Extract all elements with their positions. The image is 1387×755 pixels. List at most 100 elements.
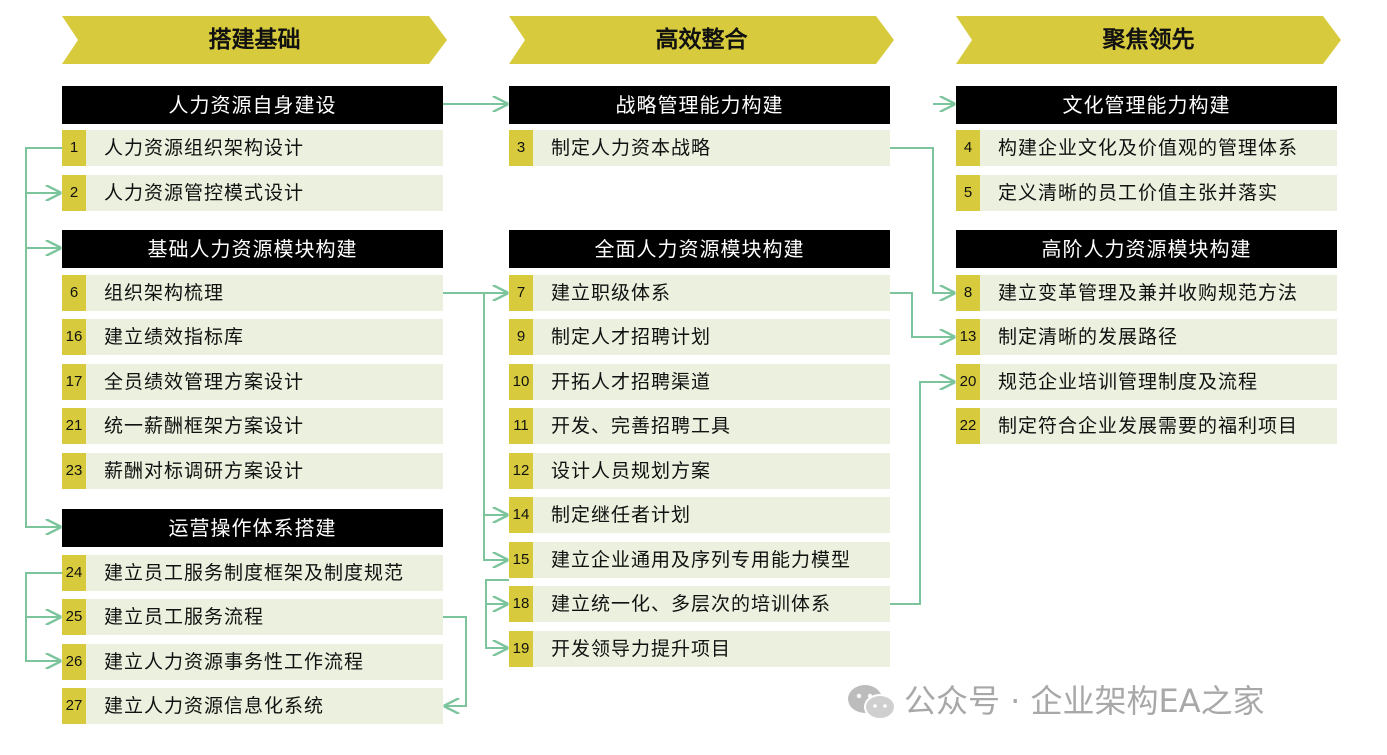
phase-arrow-2: 高效整合 [509, 16, 894, 64]
item-label: 构建企业文化及价值观的管理体系 [998, 137, 1299, 159]
list-item: 8 建立变革管理及兼并收购规范方法 [956, 275, 1337, 311]
item-label: 制定清晰的发展路径 [998, 326, 1179, 348]
item-number: 10 [509, 364, 533, 400]
item-label: 人力资源管控模式设计 [104, 182, 305, 204]
item-label: 建立员工服务流程 [104, 606, 265, 628]
item-label: 全员绩效管理方案设计 [104, 371, 305, 393]
item-label: 制定符合企业发展需要的福利项目 [998, 415, 1299, 437]
item-label: 定义清晰的员工价值主张并落实 [998, 182, 1279, 204]
item-number: 13 [956, 319, 980, 355]
item-label: 建立职级体系 [551, 282, 672, 304]
item-number: 19 [509, 631, 533, 667]
list-item: 10 开拓人才招聘渠道 [509, 364, 890, 400]
item-number: 15 [509, 542, 533, 578]
item-number: 17 [62, 364, 86, 400]
list-item: 16 建立绩效指标库 [62, 319, 443, 355]
item-label: 制定人力资本战略 [551, 137, 712, 159]
group-header: 文化管理能力构建 [956, 86, 1337, 124]
item-label: 开拓人才招聘渠道 [551, 371, 712, 393]
phase-arrow-3: 聚焦领先 [956, 16, 1341, 64]
list-item: 1 人力资源组织架构设计 [62, 130, 443, 166]
list-item: 4 构建企业文化及价值观的管理体系 [956, 130, 1337, 166]
phase-title: 聚焦领先 [1102, 26, 1195, 53]
connector-item25-to-27 [443, 616, 467, 706]
connector-item3-to-col3 [890, 147, 954, 293]
item-number: 24 [62, 555, 86, 591]
connector-c1-left-spine [25, 147, 62, 527]
group-header: 高阶人力资源模块构建 [956, 230, 1337, 268]
item-label: 开发、完善招聘工具 [551, 415, 732, 437]
item-number: 25 [62, 599, 86, 635]
item-number: 3 [509, 130, 533, 166]
item-label: 建立企业通用及序列专用能力模型 [551, 549, 852, 571]
item-number: 14 [509, 497, 533, 533]
group-header: 运营操作体系搭建 [62, 509, 443, 547]
item-label: 规范企业培训管理制度及流程 [998, 371, 1259, 393]
phase-title: 高效整合 [655, 26, 748, 53]
item-label: 设计人员规划方案 [551, 460, 712, 482]
list-item: 19 开发领导力提升项目 [509, 631, 890, 667]
item-number: 5 [956, 175, 980, 211]
item-number: 4 [956, 130, 980, 166]
item-label: 薪酬对标调研方案设计 [104, 460, 305, 482]
chevron-shape [62, 16, 447, 64]
connector-item15-spine [485, 579, 509, 648]
list-item: 23 薪酬对标调研方案设计 [62, 453, 443, 489]
item-number: 2 [62, 175, 86, 211]
item-label: 开发领导力提升项目 [551, 638, 732, 660]
item-label: 组织架构梳理 [104, 282, 225, 304]
list-item: 15 建立企业通用及序列专用能力模型 [509, 542, 890, 578]
item-number: 11 [509, 408, 533, 444]
group-header: 全面人力资源模块构建 [509, 230, 890, 268]
item-label: 制定继任者计划 [551, 504, 692, 526]
list-item: 14 制定继任者计划 [509, 497, 890, 533]
group-header: 基础人力资源模块构建 [62, 230, 443, 268]
item-label: 统一薪酬框架方案设计 [104, 415, 305, 437]
item-number: 9 [509, 319, 533, 355]
list-item: 27 建立人力资源信息化系统 [62, 688, 443, 724]
list-item: 2 人力资源管控模式设计 [62, 175, 443, 211]
list-item: 21 统一薪酬框架方案设计 [62, 408, 443, 444]
item-label: 建立统一化、多层次的培训体系 [551, 593, 832, 615]
item-number: 6 [62, 275, 86, 311]
item-number: 26 [62, 644, 86, 680]
chevron-shape [509, 16, 894, 64]
item-label: 建立绩效指标库 [104, 326, 245, 348]
connector-item18-to-20 [890, 382, 954, 605]
list-item: 17 全员绩效管理方案设计 [62, 364, 443, 400]
connector-item7-to-13 [890, 292, 954, 337]
list-item: 3 制定人力资本战略 [509, 130, 890, 166]
phase-title: 搭建基础 [208, 26, 301, 53]
chevron-shape [956, 16, 1341, 64]
item-label: 人力资源组织架构设计 [104, 137, 305, 159]
watermark-text: 公众号 · 企业架构EA之家 [904, 682, 1265, 720]
item-label: 建立变革管理及兼并收购规范方法 [998, 282, 1299, 304]
list-item: 6 组织架构梳理 [62, 275, 443, 311]
list-item: 13 制定清晰的发展路径 [956, 319, 1337, 355]
list-item: 5 定义清晰的员工价值主张并落实 [956, 175, 1337, 211]
list-item: 7 建立职级体系 [509, 275, 890, 311]
list-item: 9 制定人才招聘计划 [509, 319, 890, 355]
list-item: 11 开发、完善招聘工具 [509, 408, 890, 444]
item-label: 建立员工服务制度框架及制度规范 [104, 562, 405, 584]
group-header: 战略管理能力构建 [509, 86, 890, 124]
item-number: 21 [62, 408, 86, 444]
item-number: 7 [509, 275, 533, 311]
list-item: 24 建立员工服务制度框架及制度规范 [62, 555, 443, 591]
item-number: 16 [62, 319, 86, 355]
item-number: 22 [956, 408, 980, 444]
item-number: 27 [62, 688, 86, 724]
list-item: 25 建立员工服务流程 [62, 599, 443, 635]
item-label: 制定人才招聘计划 [551, 326, 712, 348]
item-number: 8 [956, 275, 980, 311]
item-number: 23 [62, 453, 86, 489]
connector-item6-to-col2 [443, 292, 507, 560]
item-label: 建立人力资源信息化系统 [104, 695, 325, 717]
item-number: 1 [62, 130, 86, 166]
list-item: 22 制定符合企业发展需要的福利项目 [956, 408, 1337, 444]
